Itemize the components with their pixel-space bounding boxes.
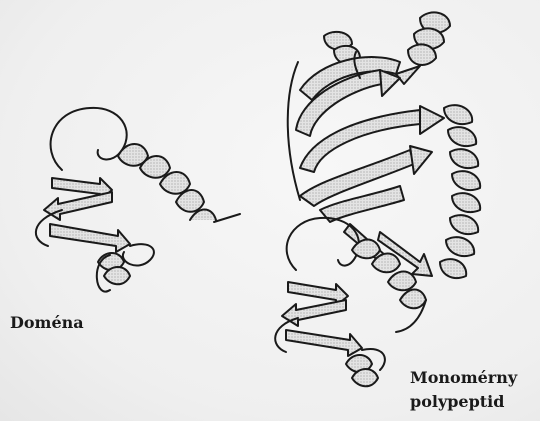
domain-loop — [51, 108, 127, 170]
polypeptide-label-line2: polypeptid — [410, 392, 504, 411]
domain-label: Doména — [10, 313, 84, 332]
polypeptide-structure — [275, 12, 480, 386]
polypeptide-label-line1: Monomérny — [410, 368, 517, 387]
beta-sheet — [288, 52, 444, 222]
bottom-small-helix — [346, 355, 378, 386]
domain-strands — [44, 178, 130, 252]
domain-helix — [118, 144, 240, 222]
long-helix — [440, 105, 480, 278]
domain-lower-helix — [98, 253, 130, 284]
domain-structure — [36, 108, 240, 292]
top-helix — [408, 12, 450, 65]
